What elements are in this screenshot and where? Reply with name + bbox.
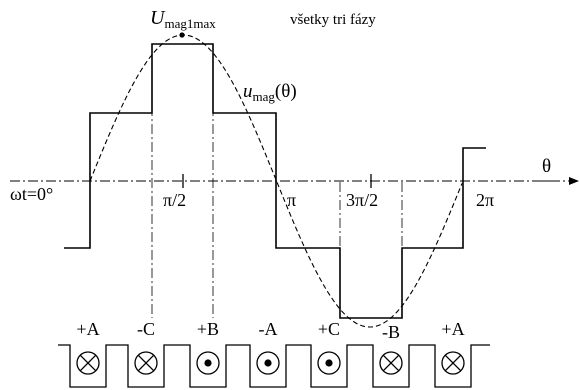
conductor-dot-mark — [264, 359, 272, 367]
conductor-dot-mark — [204, 359, 212, 367]
slot-phase-label: +A — [76, 319, 99, 339]
slot-phase-label: -A — [259, 319, 278, 339]
conductor-cross-icon — [76, 351, 100, 375]
axis-ticks — [182, 174, 372, 188]
conductor-cross-stroke — [444, 354, 462, 372]
axis-variable-label: θ — [542, 156, 551, 177]
slot-phase-label: -C — [137, 319, 155, 339]
curve-label: umag(θ) — [243, 81, 297, 104]
slot-group: +A -C +B -A +C -B +A — [76, 319, 465, 375]
slot-phase-label: +B — [197, 319, 219, 339]
conductor-cross-stroke — [137, 354, 155, 372]
origin-label: ωt=0° — [10, 184, 53, 204]
conductor-dot-icon — [317, 351, 341, 375]
slot-phase-label: +A — [441, 319, 464, 339]
conductor-cross-icon — [134, 351, 158, 375]
tick-label-pi: π — [287, 190, 296, 210]
stator-slot-outline — [58, 344, 490, 388]
conductor-cross-icon — [379, 351, 403, 375]
stepped-mmf-waveform — [64, 43, 486, 319]
conductor-dot-icon — [256, 351, 280, 375]
conductor-cross-icon — [441, 351, 465, 375]
conductor-dot-mark — [325, 359, 333, 367]
slot-phase-label: -B — [382, 322, 400, 342]
peak-dot — [179, 32, 185, 38]
peak-label: Umag1max — [150, 7, 216, 31]
slot-phase-label: +C — [318, 319, 340, 339]
conductor-cross-stroke — [79, 354, 97, 372]
tick-label-half-pi: π/2 — [163, 190, 186, 210]
diagram-title: všetky tri fázy — [290, 12, 376, 28]
tick-label-three-half-pi: 3π/2 — [346, 190, 378, 210]
tick-label-two-pi: 2π — [476, 190, 494, 210]
conductor-dot-icon — [196, 351, 220, 375]
conductor-cross-stroke — [382, 354, 400, 372]
